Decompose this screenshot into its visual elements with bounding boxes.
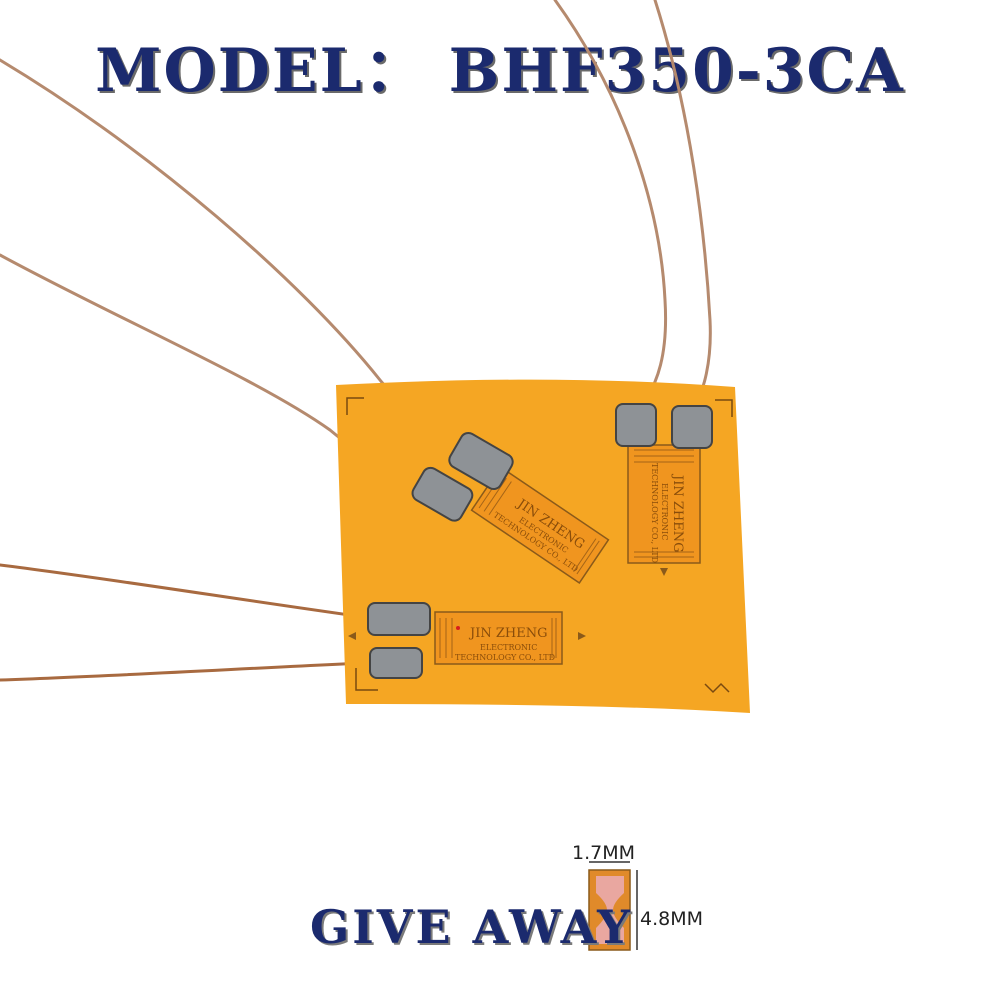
height-dimension-label: 4.8MM [640, 908, 704, 930]
alignment-marks [346, 397, 733, 694]
give-away-label: GIVE AWAY [310, 900, 633, 954]
strain-gauge-diagonal: JIN ZHENG ELECTRONIC TECHNOLOGY CO., LTD [470, 466, 610, 584]
gauge-brand-text: JIN ZHENG [670, 473, 685, 552]
gauge-brand-text: JIN ZHENG [468, 626, 547, 641]
lead-wire [653, 0, 712, 420]
gauge-company-text: ELECTRONIC [480, 643, 537, 652]
gauge-company-text: ELECTRONIC [660, 483, 669, 540]
gauge-company-text: TECHNOLOGY CO., LTD [455, 653, 555, 662]
gift-gauge-diagram [588, 861, 638, 951]
strain-gauge-vertical: JIN ZHENG ELECTRONIC TECHNOLOGY CO., LTD [615, 403, 713, 576]
lead-wire [0, 563, 387, 622]
lead-wire [553, 0, 668, 417]
lead-wire [0, 660, 387, 682]
width-dimension-label: 1.7MM [572, 842, 636, 864]
strain-gauge-horizontal: JIN ZHENG ELECTRONIC TECHNOLOGY CO., LTD [348, 602, 586, 679]
model-title: MODEL： BHF350-3CA [95, 36, 905, 106]
solder-pad [448, 431, 514, 491]
gauge-company-text: TECHNOLOGY CO., LTD [650, 463, 659, 563]
solder-pad [411, 466, 474, 522]
